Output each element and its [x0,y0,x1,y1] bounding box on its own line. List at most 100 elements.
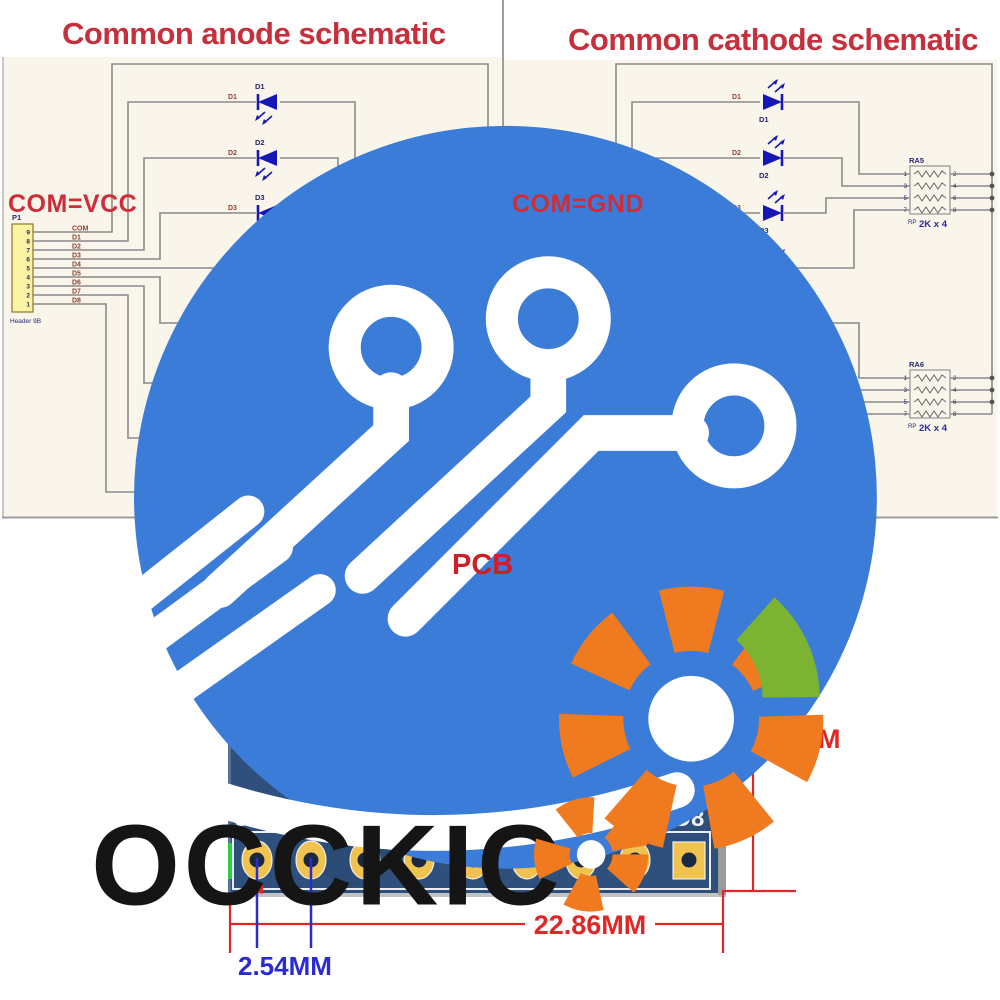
emission-arrowhead [773,190,778,196]
pin-number: 9 [26,230,30,237]
net-label: D5 [72,271,81,278]
resistor-value-prefix: RP [908,424,916,430]
rn-pin-number: 2 [953,172,957,178]
diode-ref: D3 [255,193,265,202]
diode-ref: D1 [255,82,265,91]
emission-arrowhead [255,115,260,121]
resistor-network-ref: RA6 [909,360,924,369]
emission-arrowhead [773,79,778,85]
diode-ref: D1 [759,115,769,124]
net-label: D4 [72,262,81,269]
diode-ref: D2 [759,171,769,180]
pitch-dimension-label: 2.54MM [238,951,332,981]
net-label: D8 [72,298,81,305]
wire [33,101,256,242]
rn-pin-number: 2 [953,376,957,382]
rn-pin-number: 4 [953,184,957,190]
rn-pin-number: 7 [904,412,908,418]
emission-arrowhead [262,119,267,125]
resistor-network-ref: RA5 [909,156,924,165]
net-label: D7 [72,289,81,296]
junction-dot [989,375,995,381]
rn-pin-number: 1 [904,172,908,178]
rn-pin-number: 8 [953,208,957,214]
rn-pin-number: 5 [904,400,908,406]
wire-net-label: D2 [732,150,741,157]
connector-ref: P1 [12,213,21,222]
rn-pin-number: 3 [904,388,908,394]
resistor-element [913,194,947,202]
through-hole [672,841,706,880]
net-label: D6 [72,280,81,287]
rn-pin-number: 6 [953,400,957,406]
connector-footprint: Header 9B [10,318,41,325]
resistor-element [913,182,947,190]
net-label: COM [72,226,89,233]
pcb-section-title: PCB [452,549,514,581]
net-label: D2 [72,244,81,251]
emission-arrowhead [780,139,785,145]
rn-pin-number: 1 [904,376,908,382]
rn-pin-number: 6 [953,196,957,202]
junction-dot [989,183,995,189]
diode-triangle [763,205,782,221]
wire [784,101,910,175]
net-label: D3 [72,253,81,260]
wire-net-label: D1 [732,94,741,101]
junction-dot [989,195,995,201]
led-diode-symbol [255,94,277,125]
wire [784,209,910,269]
resistor-element [913,206,947,214]
wire [33,212,256,260]
wire [33,157,256,251]
rn-pin-number: 3 [904,184,908,190]
emission-arrowhead [780,194,785,200]
com-gnd-label: COM=GND [512,190,644,218]
diode-ref: D2 [255,138,265,147]
junction-dot [989,387,995,393]
pin-number: 7 [26,248,30,255]
led-diode-symbol [763,190,785,221]
wire [784,157,910,187]
resistor-element [913,410,947,418]
resistor-network-body [909,369,951,419]
junction-dot [989,207,995,213]
connector-body [11,223,34,313]
diode-triangle [258,94,277,110]
rn-pin-number: 4 [953,388,957,394]
pin-number: 6 [26,257,30,264]
resistor-element [913,386,947,394]
emission-arrowhead [255,171,260,177]
left-schematic-title: Common anode schematic [62,16,446,51]
rn-pin-number: 8 [953,412,957,418]
resistor-value: 2K x 4 [919,423,948,434]
rn-pin-number: 7 [904,208,908,214]
pin-number: 8 [26,239,30,246]
led-diode-symbol [255,150,277,181]
junction-dot [989,399,995,405]
resistor-element [913,374,947,382]
wire-net-label: D1 [228,94,237,101]
pin-number: 3 [26,284,30,291]
pin-number: 4 [26,275,30,282]
wire-net-label: D2 [228,150,237,157]
led-diode-symbol [763,79,785,110]
wire-net-label: D3 [228,205,237,212]
emission-arrowhead [773,135,778,141]
junction-dot [989,171,995,177]
drill-hole [681,852,697,868]
right-schematic-title: Common cathode schematic [568,22,979,57]
net-label: D1 [72,235,81,242]
led-diode-symbol [763,135,785,166]
resistor-value-prefix: RP [908,220,916,226]
diode-triangle [763,150,782,166]
diode-triangle [258,150,277,166]
resistor-value: 2K x 4 [919,219,948,230]
resistor-network-body [909,165,951,215]
emission-arrowhead [780,83,785,89]
resistor-element [913,398,947,406]
pin-number: 1 [26,302,30,309]
com-vcc-label: COM=VCC [8,190,138,218]
